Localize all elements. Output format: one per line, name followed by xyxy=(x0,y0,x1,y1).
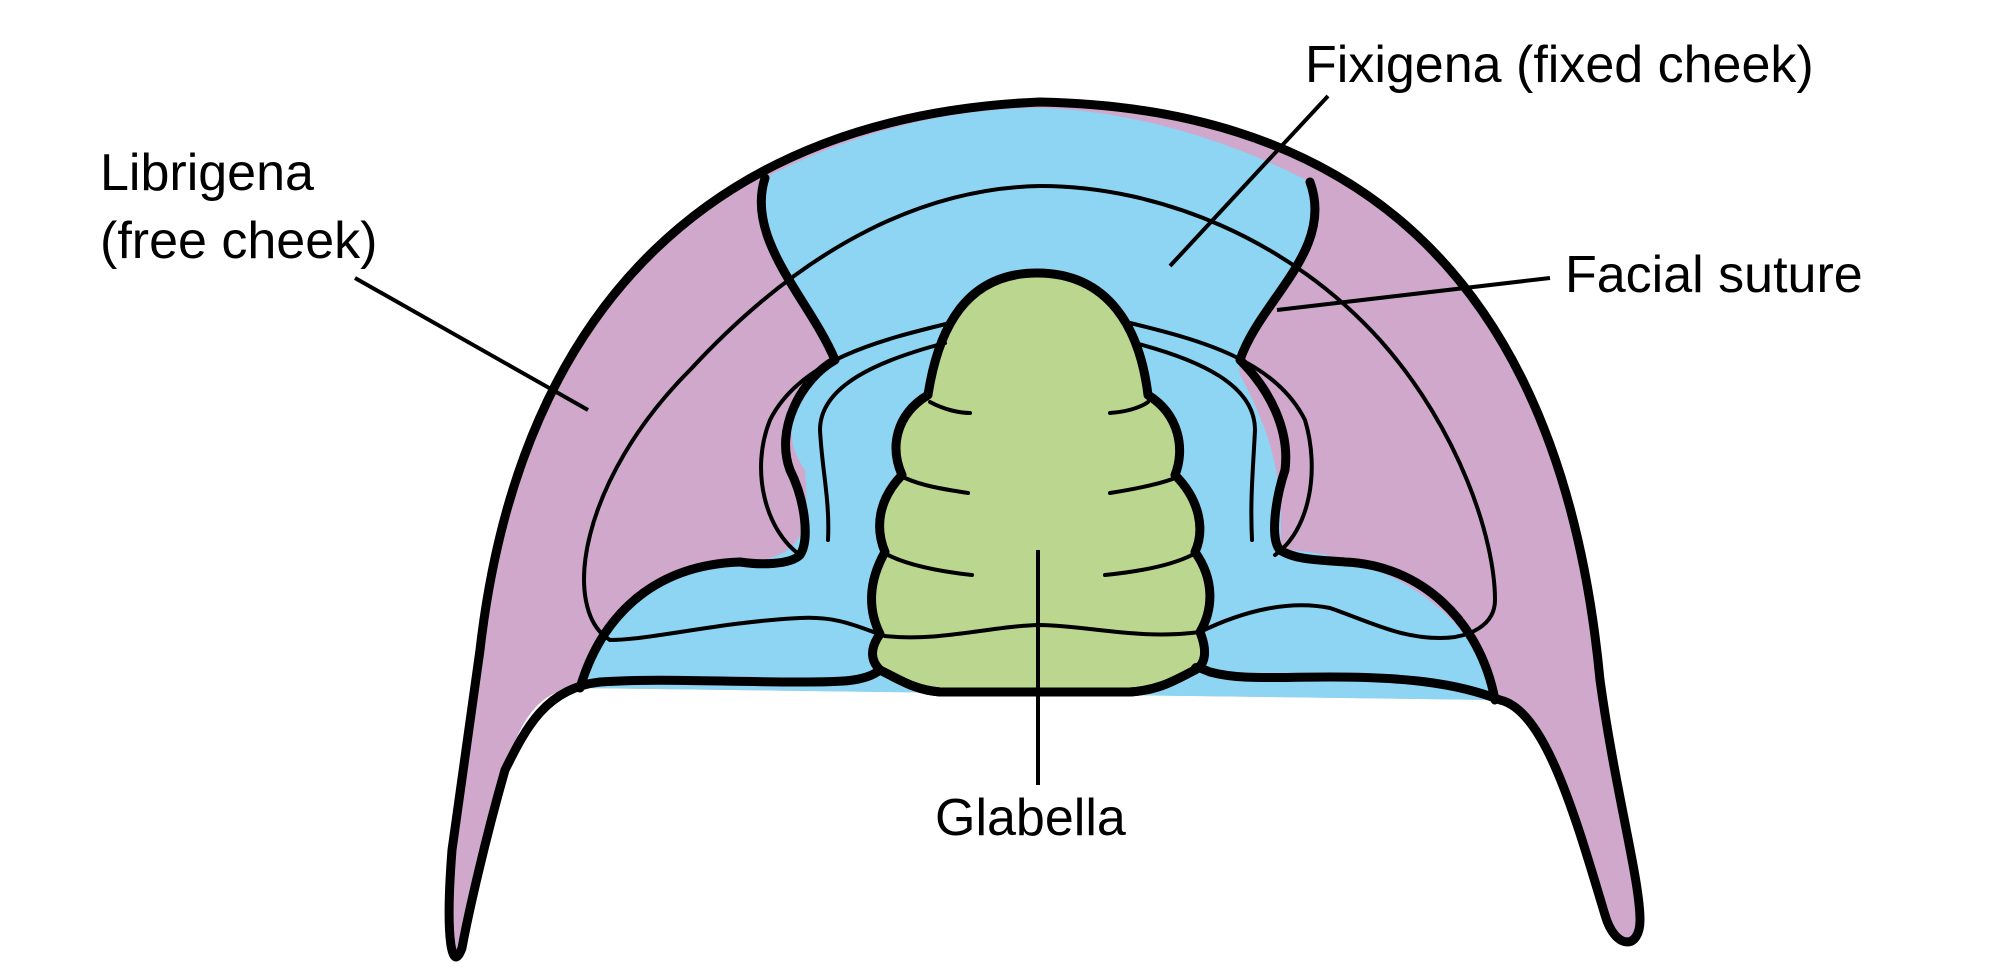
leader-line-fixigena xyxy=(1168,94,1330,268)
cephalic-border-furrow-left xyxy=(608,615,887,642)
eye-lobe-left xyxy=(759,321,952,557)
glabella-region xyxy=(871,273,1210,692)
label-librigena: Librigena xyxy=(100,144,314,202)
label-facial-suture: Facial suture xyxy=(1565,246,1863,304)
glabellar-furrow xyxy=(886,553,974,577)
eye-lobe-right xyxy=(1128,321,1314,557)
glabellar-furrow xyxy=(928,400,972,415)
label-fixigena: Fixigena (fixed cheek) xyxy=(1305,36,1814,94)
leader-line-facial-suture xyxy=(1276,276,1551,312)
glabellar-furrow xyxy=(1103,553,1194,577)
facial-suture-left xyxy=(575,173,840,693)
glabellar-furrow xyxy=(1108,400,1150,415)
eye-lobe-left-inner xyxy=(818,341,947,542)
glabellar-furrow xyxy=(903,476,970,495)
leader-line-librigena xyxy=(354,276,589,412)
cephalic-border-furrow xyxy=(582,184,1497,642)
glabellar-furrow xyxy=(1108,476,1177,495)
label-librigena-subtitle: (free cheek) xyxy=(100,212,377,270)
label-glabella: Glabella xyxy=(935,789,1126,847)
glabella-outline xyxy=(867,268,1215,697)
eye-lobe-right-inner xyxy=(1133,341,1257,542)
facial-suture-right xyxy=(1235,177,1500,705)
